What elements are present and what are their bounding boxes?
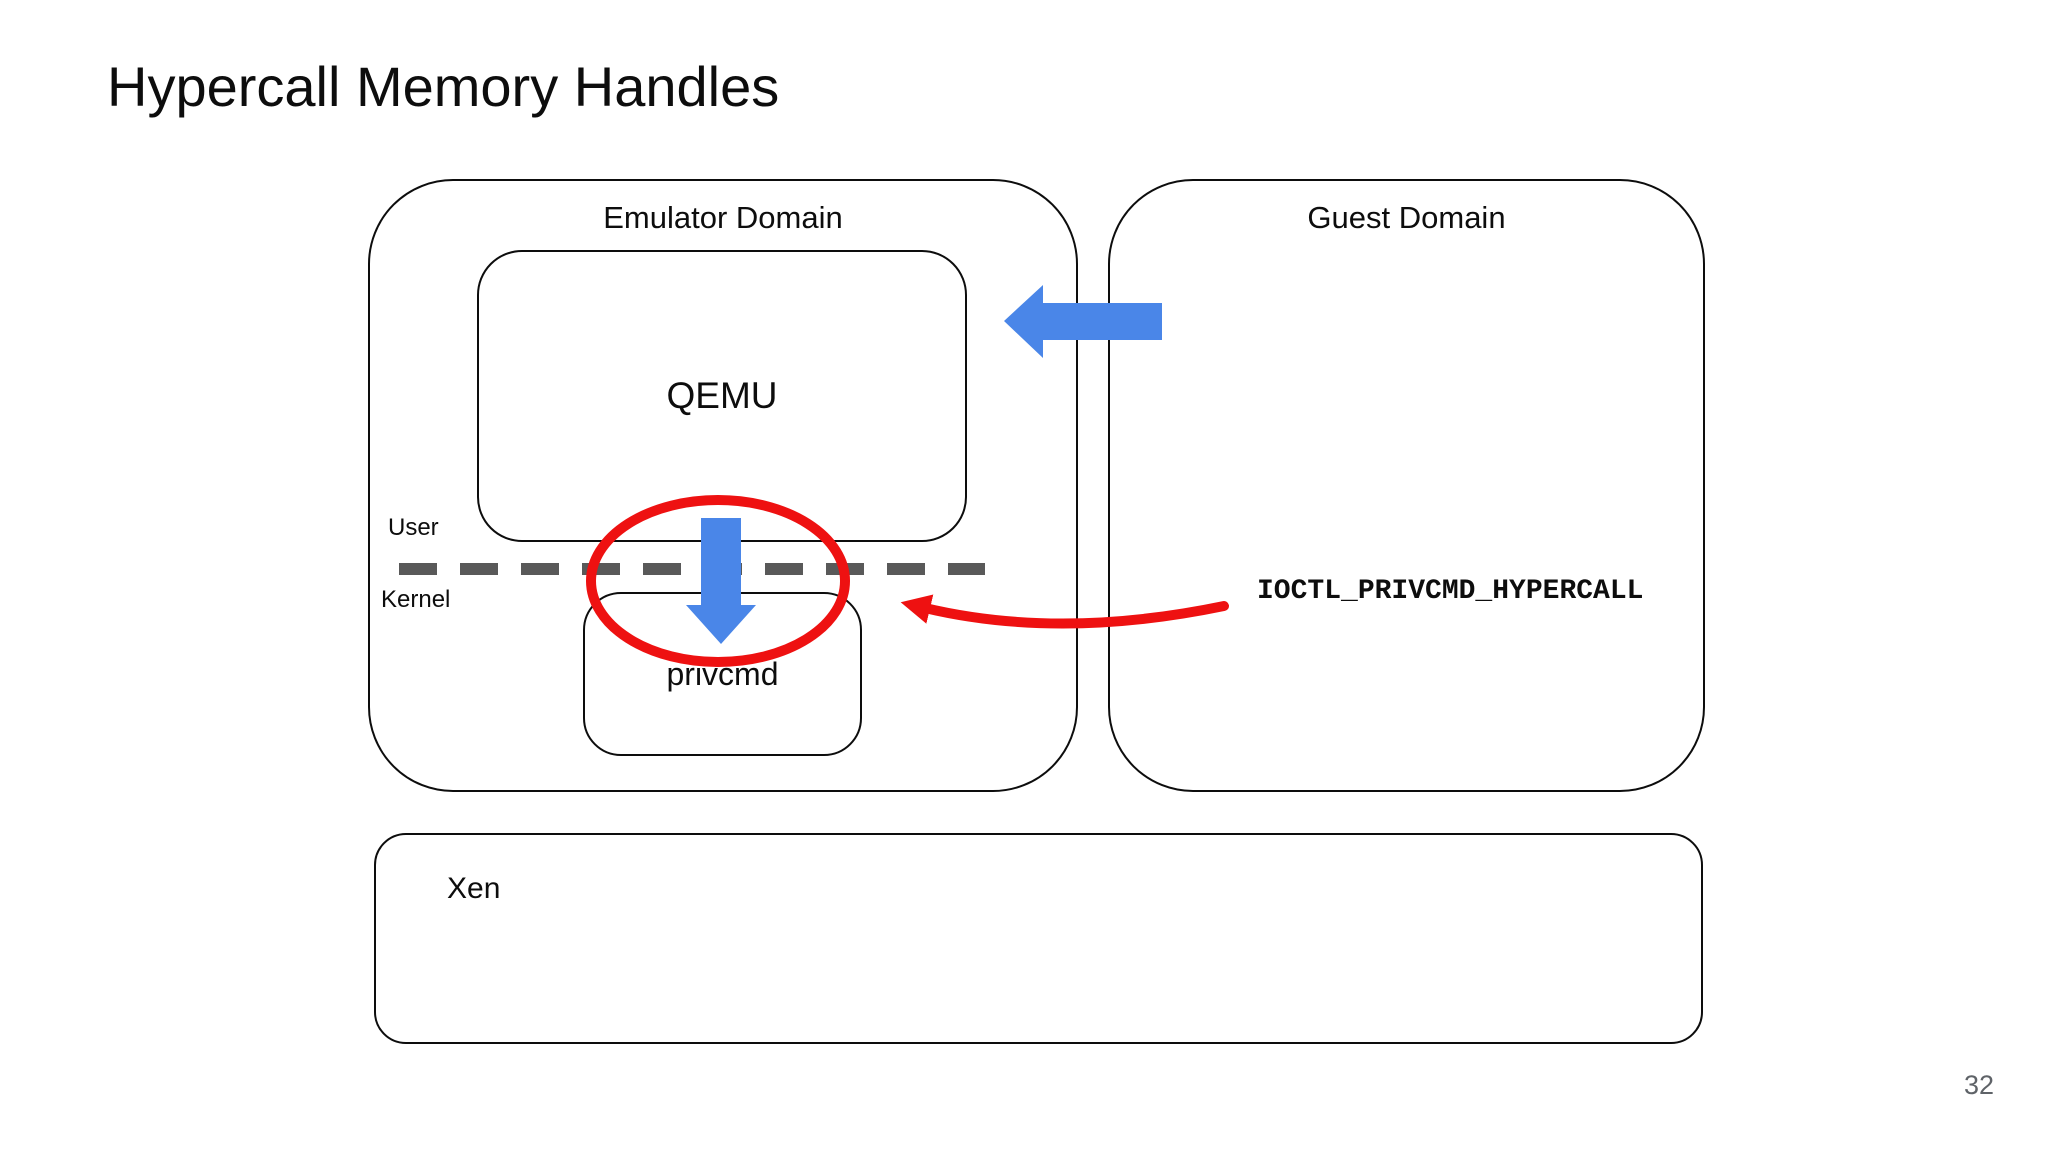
qemu-label: QEMU xyxy=(666,375,778,416)
xen-box xyxy=(374,833,1703,1044)
privcmd-label: privcmd xyxy=(666,655,779,692)
kernel-space-label: Kernel xyxy=(381,586,451,613)
guest-domain-label: Guest Domain xyxy=(1307,200,1506,235)
ioctl-hypercall-label: IOCTL_PRIVCMD_HYPERCALL xyxy=(1257,576,1644,607)
page-title: Hypercall Memory Handles xyxy=(107,55,780,118)
emulator-domain-label: Emulator Domain xyxy=(603,200,843,235)
page-number: 32 xyxy=(1964,1070,1995,1100)
xen-label: Xen xyxy=(447,872,501,905)
emulator-domain-box xyxy=(368,179,1078,792)
user-space-label: User xyxy=(388,514,439,541)
guest-domain-box xyxy=(1108,179,1705,792)
